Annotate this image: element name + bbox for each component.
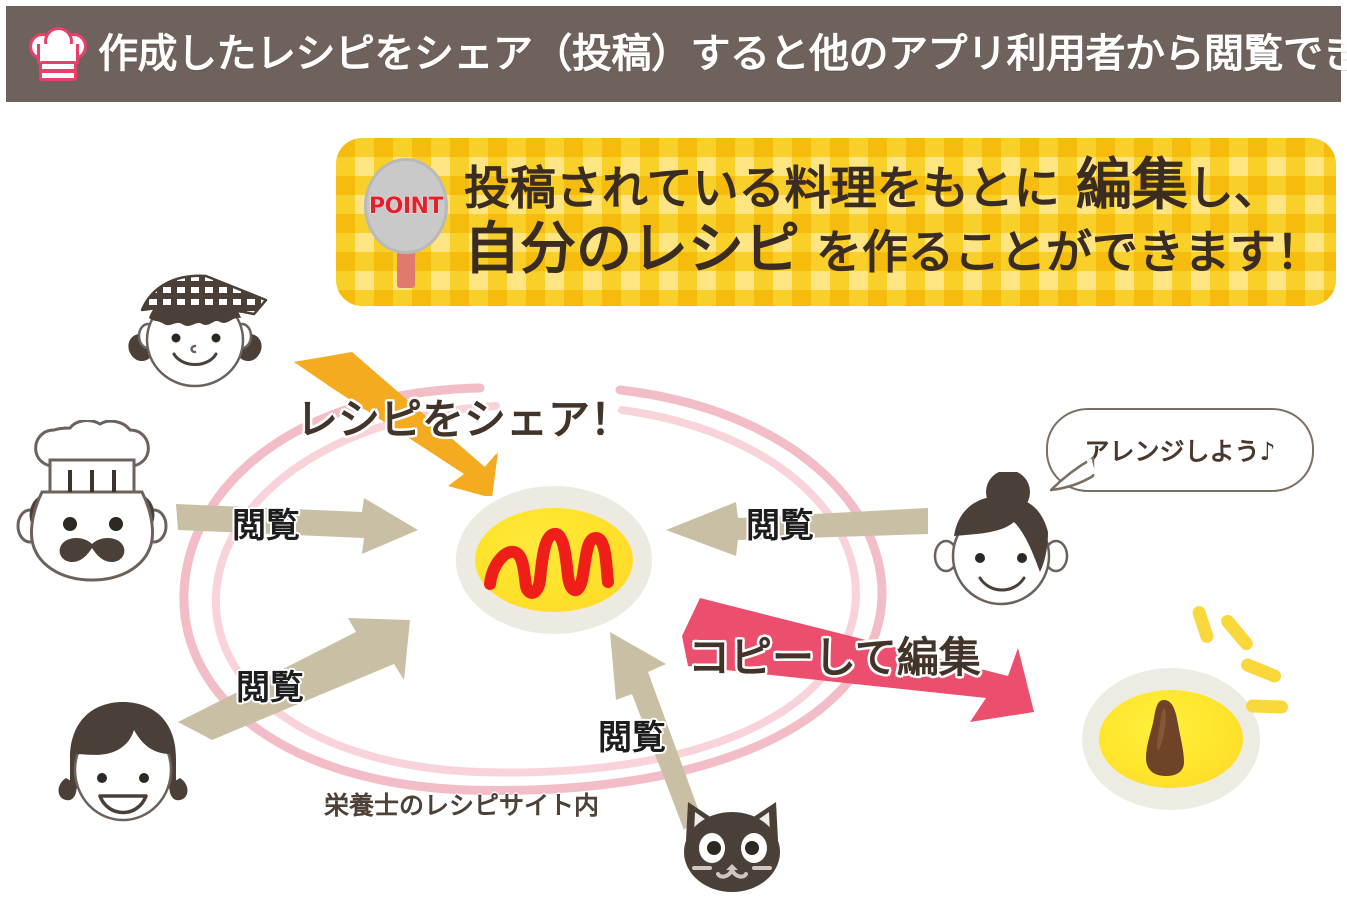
- view-arrow-left-bottom-label: 閲覧: [236, 668, 304, 708]
- speech-bubble-tail: [1049, 456, 1095, 492]
- cat-face-icon: [684, 802, 780, 892]
- speech-bubble-body: アレンジしよう♪: [1046, 408, 1314, 492]
- girl-bob-face-icon: [58, 702, 188, 822]
- point-badge-label: POINT: [369, 193, 444, 219]
- header-banner: 作成したレシピをシェア（投稿）すると他のアプリ利用者から閲覧できる！: [6, 6, 1347, 108]
- woman-bun-face-icon: [933, 472, 1069, 606]
- point-line1-part-a: 投稿されている料理をもとに: [464, 161, 1076, 215]
- site-scope-label: 栄養士のレシピサイト内: [324, 791, 600, 820]
- chef-hat-band-line: [39, 69, 77, 73]
- chef-hat-icon: [32, 28, 84, 82]
- point-line2-part-b: を作ることができます！: [800, 225, 1323, 280]
- chef-hat-crown: [40, 44, 76, 64]
- speech-bubble-text: アレンジしよう♪: [1084, 437, 1276, 466]
- share-arrow-label: レシピをシェア！: [296, 395, 633, 444]
- right-dish-sauce-blob: [1146, 700, 1184, 776]
- point-line-1: 投稿されている料理をもとに 編集し、: [464, 153, 1320, 218]
- sparkle-line-1: [1190, 604, 1216, 645]
- copy-edit-arrow-label: コピーして編集: [688, 633, 981, 682]
- view-arrow-bottom-label: 閲覧: [598, 718, 666, 758]
- point-text-block: 投稿されている料理をもとに 編集し、 自分のレシピ を作ることができます！: [464, 150, 1323, 283]
- magnifier-lens: POINT: [364, 158, 448, 254]
- point-callout-inner: POINT 投稿されている料理をもとに 編集し、 自分のレシピ を作ることができ…: [336, 138, 1336, 306]
- magnifying-glass-icon: POINT: [358, 158, 454, 290]
- sparkle-line-3: [1239, 656, 1283, 685]
- center-dish-omurice: [456, 486, 652, 634]
- magnifier-handle: [397, 244, 415, 288]
- point-line-2: 自分のレシピ を作ることができます！: [464, 217, 1323, 283]
- sparkle-lines-icon: [1178, 604, 1296, 728]
- chef-face-icon: [16, 420, 168, 582]
- speech-bubble: アレンジしよう♪: [1046, 408, 1314, 492]
- sparkle-line-4: [1245, 699, 1289, 714]
- girl-bandana-face-icon: [128, 274, 268, 388]
- center-dish-ketchup-zigzag: [484, 528, 614, 599]
- point-callout-box: POINT 投稿されている料理をもとに 編集し、 自分のレシピ を作ることができ…: [336, 138, 1336, 306]
- sparkle-line-2: [1218, 612, 1256, 653]
- header-title: 作成したレシピをシェア（投稿）すると他のアプリ利用者から閲覧できる！: [98, 31, 1347, 77]
- view-arrow-left-top-label: 閲覧: [232, 506, 300, 546]
- point-line2-emphasis: 自分のレシピ: [464, 217, 800, 283]
- point-line1-part-c: し、: [1187, 161, 1280, 215]
- view-arrow-right-top-label: 閲覧: [746, 506, 814, 546]
- right-dish-arranged: [1082, 668, 1260, 810]
- point-line1-emphasis: 編集: [1075, 153, 1188, 218]
